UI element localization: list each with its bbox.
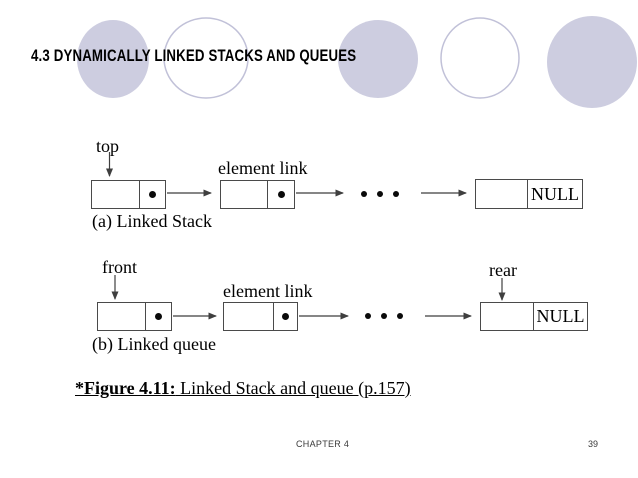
queue-node-1-link-cell bbox=[146, 303, 171, 330]
stack-null-node-element-cell bbox=[476, 180, 528, 208]
queue-caption: (b) Linked queue bbox=[92, 334, 216, 354]
stack-field-label: element link bbox=[218, 158, 308, 178]
figure-caption: *Figure 4.11: Linked Stack and queue (p.… bbox=[75, 378, 411, 399]
link-pointer-dot-icon bbox=[155, 313, 162, 320]
stack-ellipsis-dots-icon bbox=[361, 191, 399, 197]
ellipsis-dot bbox=[377, 191, 383, 197]
queue-field-label: element link bbox=[223, 281, 313, 301]
slide-title: 4.3 DYNAMICALLY LINKED STACKS AND QUEUES bbox=[31, 46, 357, 65]
figure-caption-number: *Figure 4.11: bbox=[75, 378, 176, 398]
stack-node-2-link-cell bbox=[268, 181, 294, 208]
queue-node-2-element-cell bbox=[224, 303, 274, 330]
queue-node-1-element-cell bbox=[98, 303, 146, 330]
footer-chapter-label: CHAPTER 4 bbox=[296, 439, 350, 449]
ellipsis-dot bbox=[365, 313, 371, 319]
ellipsis-dot bbox=[393, 191, 399, 197]
ellipsis-dot bbox=[381, 313, 387, 319]
stack-node-2 bbox=[220, 180, 295, 209]
decor-circle-filled-3 bbox=[547, 16, 637, 108]
queue-null-node: NULL bbox=[480, 302, 588, 331]
stack-null-label: NULL bbox=[531, 183, 579, 204]
queue-null-node-element-cell bbox=[481, 303, 534, 330]
link-pointer-dot-icon bbox=[149, 191, 156, 198]
queue-front-pointer-label: front bbox=[102, 257, 137, 277]
queue-node-2-link-cell bbox=[274, 303, 297, 330]
link-pointer-dot-icon bbox=[282, 313, 289, 320]
stack-null-node-link-cell: NULL bbox=[528, 180, 582, 208]
queue-node-1 bbox=[97, 302, 172, 331]
stack-node-1 bbox=[91, 180, 166, 209]
decor-circle-outline-2 bbox=[440, 17, 520, 99]
queue-rear-pointer-label: rear bbox=[489, 260, 517, 280]
stack-null-node: NULL bbox=[475, 179, 583, 209]
queue-node-2 bbox=[223, 302, 298, 331]
stack-caption: (a) Linked Stack bbox=[92, 211, 212, 231]
stack-node-1-element-cell bbox=[92, 181, 140, 208]
queue-null-label: NULL bbox=[536, 306, 585, 326]
stack-top-pointer-label: top bbox=[96, 136, 120, 156]
stack-node-2-element-cell bbox=[221, 181, 268, 208]
stack-node-1-link-cell bbox=[140, 181, 165, 208]
queue-ellipsis-dots-icon bbox=[365, 313, 403, 319]
figure-caption-text: Linked Stack and queue (p.157) bbox=[175, 378, 411, 398]
footer-page-number: 39 bbox=[588, 439, 599, 449]
ellipsis-dot bbox=[397, 313, 403, 319]
queue-null-node-link-cell: NULL bbox=[534, 303, 587, 330]
link-pointer-dot-icon bbox=[277, 191, 285, 198]
ellipsis-dot bbox=[361, 191, 367, 197]
